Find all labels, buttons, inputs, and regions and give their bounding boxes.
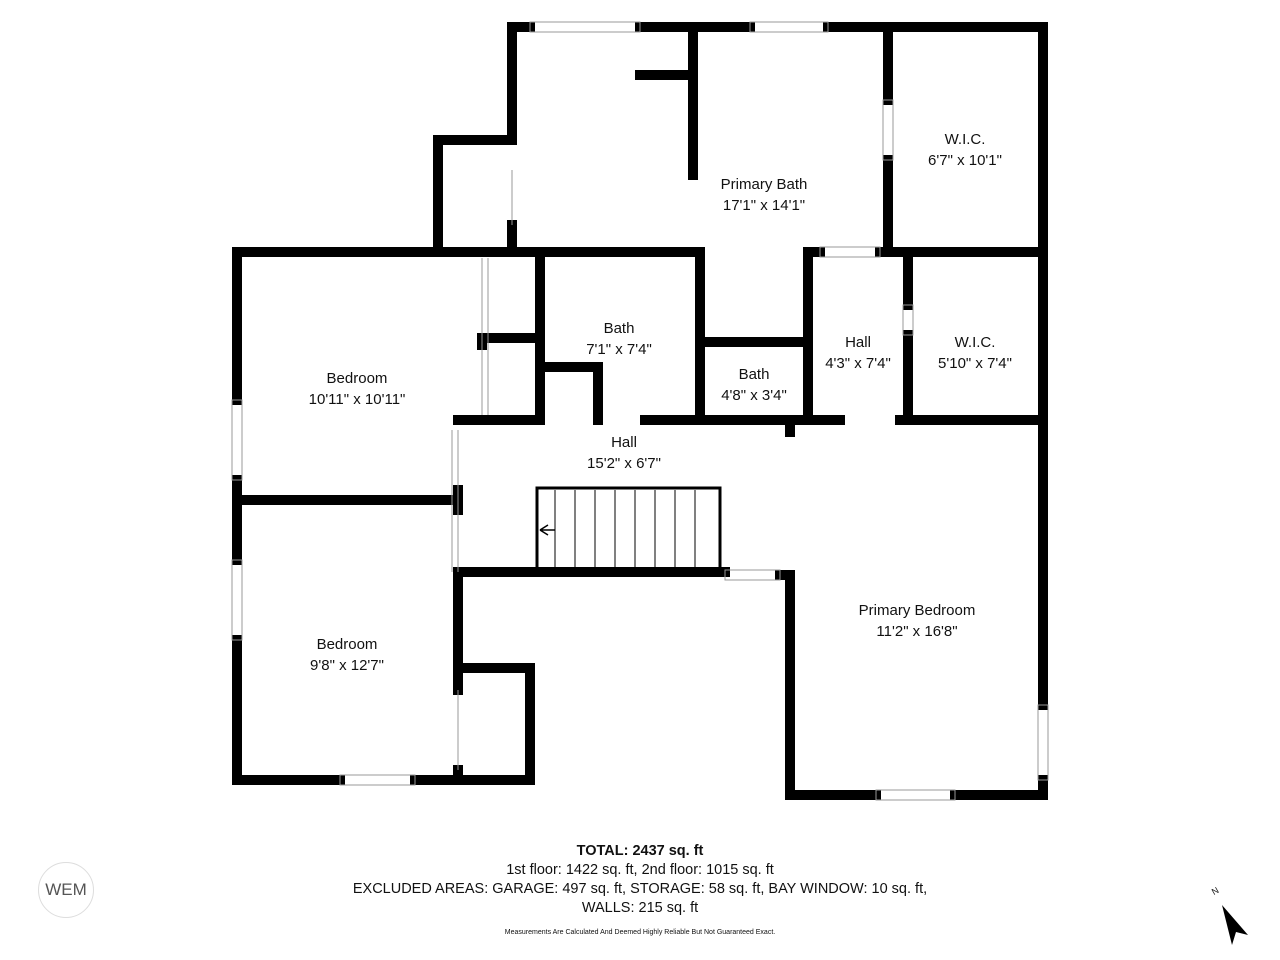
excluded-areas: EXCLUDED AREAS: GARAGE: 497 sq. ft, STOR… [352,881,928,897]
company-logo: WEM [38,862,94,918]
room-wic-2: W.I.C.5'10" x 7'4" [938,334,1012,372]
total-area: TOTAL: 2437 sq. ft [576,843,704,859]
walls [232,22,1048,800]
disclaimer: Measurements Are Calculated And Deemed H… [504,929,776,936]
room-wic-1: W.I.C.6'7" x 10'1" [928,131,1002,169]
area-summary: TOTAL: 2437 sq. ft 1st floor: 1422 sq. f… [353,842,927,918]
stairs [535,486,722,572]
walls-area: WALLS: 215 sq. ft [581,900,699,916]
thin-lines [231,21,1049,801]
floor-areas: 1st floor: 1422 sq. ft, 2nd floor: 1015 … [506,862,774,878]
north-arrow-icon [1222,905,1248,945]
